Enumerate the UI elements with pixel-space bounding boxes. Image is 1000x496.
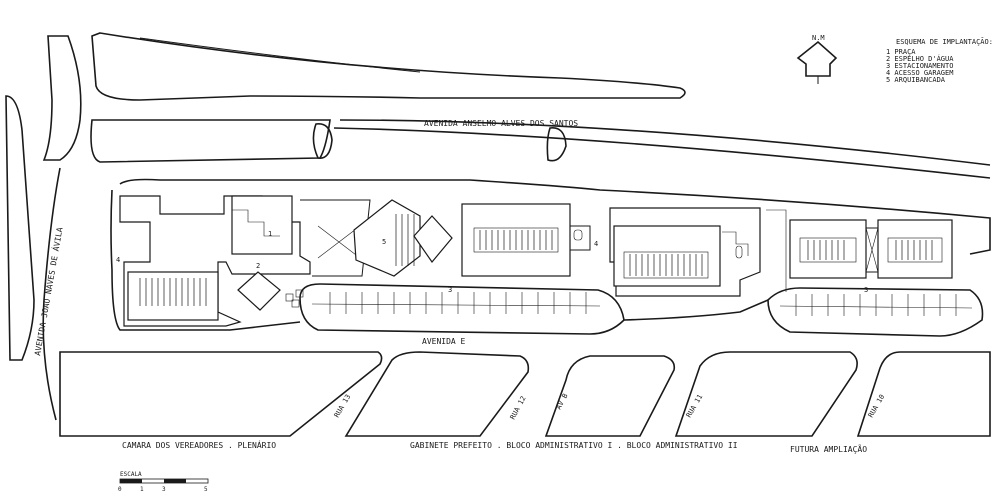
median-island-1 xyxy=(312,123,333,159)
espelho-dagua xyxy=(237,271,281,311)
block-top-inner xyxy=(139,37,421,73)
bloco-1-columns xyxy=(629,254,703,276)
legend-item: 1 PRAÇA xyxy=(886,48,916,56)
marker-estacionamento-west: 3 xyxy=(448,286,452,294)
caption-camara: CAMARA DOS VEREADORES . PLENÁRIO xyxy=(122,439,276,450)
street-label-rua-11: RUA 11 xyxy=(685,393,705,419)
parking-stalls xyxy=(311,292,973,316)
caption-futura: FUTURA AMPLIAÇÃO xyxy=(790,444,867,454)
north-arrow-icon xyxy=(796,40,838,84)
plaza-diamond xyxy=(413,215,453,263)
av-e-link xyxy=(623,299,769,321)
street-label-rua-13: RUA 13 xyxy=(333,393,353,419)
caption-gabinete: GABINETE PREFEITO . BLOCO ADMINISTRATIVO… xyxy=(410,441,738,450)
marker-estacionamento-east: 3 xyxy=(864,286,868,294)
marker-arquibancada: 5 xyxy=(382,238,386,246)
arquibancada xyxy=(353,199,421,277)
scale-tick: 5 xyxy=(204,486,208,493)
parking-strip-east xyxy=(767,287,984,337)
scale-tick: 0 xyxy=(118,486,122,493)
street-label-av-b: AV B xyxy=(555,392,570,411)
marker-praca: 1 xyxy=(268,230,272,238)
praca-steps xyxy=(232,209,280,237)
gabinete-core xyxy=(473,227,559,253)
street-label-rua-12: RUA 12 xyxy=(509,395,528,421)
bloco-1-stairs xyxy=(722,231,749,256)
street-label-rua-10: RUA 10 xyxy=(867,393,887,419)
legend: ESQUEMA DE IMPLANTAÇÃO: 1 PRAÇA 2 ESPELH… xyxy=(886,37,993,84)
plenario-seats xyxy=(139,278,207,306)
block-top-outline xyxy=(91,32,686,101)
scale-bar: ESCALA 0 1 3 5 xyxy=(118,471,209,493)
av-anselmo-north-curb xyxy=(339,119,991,166)
block-south-5 xyxy=(856,351,991,437)
scale-tick: 1 xyxy=(140,486,144,493)
block-south-4 xyxy=(674,351,858,437)
av-joao-east-curb xyxy=(42,167,61,421)
arquibancada-steps xyxy=(395,214,415,266)
ramp-x xyxy=(317,225,361,259)
praca-block xyxy=(231,195,293,255)
legend-title: ESQUEMA DE IMPLANTAÇÃO: xyxy=(896,37,993,46)
legend-item: 5 ARQUIBANCADA xyxy=(886,76,946,84)
left-road-strip xyxy=(5,95,35,361)
median-island-2 xyxy=(546,127,567,162)
plenario-hall xyxy=(127,271,219,321)
marker-garagem-east: 4 xyxy=(594,240,598,248)
street-label-av-e: AVENIDA E xyxy=(422,337,466,346)
marker-espelho: 2 xyxy=(256,262,260,270)
scale-label: ESCALA xyxy=(120,471,142,478)
av-anselmo-south-curb xyxy=(333,127,991,179)
legend-item: 3 ESTACIONAMENTO xyxy=(886,62,953,70)
marker-garagem-west: 4 xyxy=(116,256,120,264)
parking-strip-west xyxy=(299,283,625,335)
site-north-edge xyxy=(119,178,991,255)
block-south-west xyxy=(59,351,383,437)
legend-item: 2 ESPELHO D'ÁGUA xyxy=(886,54,954,63)
street-label-av-joao-naves: AVENIDA JOAO NAVES DE ÁVILA xyxy=(31,226,64,356)
block-northwest xyxy=(90,119,331,163)
block-south-3 xyxy=(544,355,676,437)
legend-item: 4 ACESSO GARAGEM xyxy=(886,69,953,77)
futura-block-2 xyxy=(877,219,953,279)
scale-tick: 3 xyxy=(162,486,166,493)
service-path xyxy=(766,209,787,292)
wedge-nw xyxy=(42,35,82,161)
link-gabinete-bloco1 xyxy=(570,225,591,251)
site-west-edge xyxy=(110,189,301,331)
street-label-av-anselmo: AVENIDA ANSELMO ALVES DOS SANTOS xyxy=(424,119,578,128)
block-south-2 xyxy=(344,351,530,437)
buildings xyxy=(119,195,953,327)
futura-block-1 xyxy=(789,219,867,279)
gabinete-columns xyxy=(479,230,553,250)
road-outlines xyxy=(5,32,991,437)
north-label: N.M xyxy=(812,34,825,42)
